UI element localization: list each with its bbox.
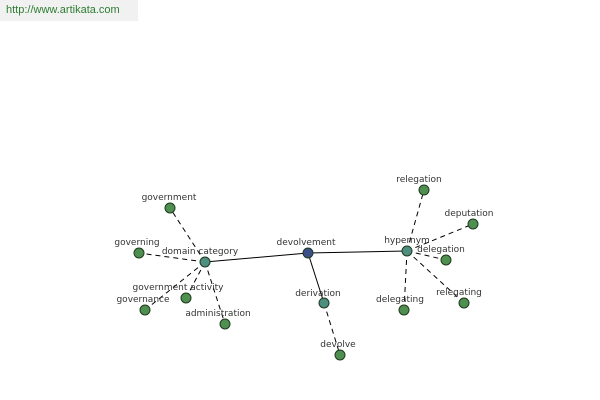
source-link[interactable]: http://www.artikata.com	[6, 4, 120, 16]
node-label-devolvement[interactable]: devolvement	[277, 238, 336, 248]
node-relegating[interactable]	[458, 297, 470, 309]
labels-layer: devolvement domain category hypernym deriva…	[114, 175, 493, 350]
edge-hypernym-delegation	[406, 250, 447, 261]
node-label-delegation[interactable]: delegation	[417, 245, 465, 255]
node-label-government[interactable]: government	[142, 193, 197, 203]
edge-domain-category-governance	[144, 261, 206, 311]
node-government-activity[interactable]	[180, 292, 192, 304]
node-delegation[interactable]	[440, 254, 452, 266]
node-label-devolve[interactable]: devolve	[320, 340, 356, 350]
node-label-delegating[interactable]: delegating	[376, 295, 424, 305]
node-governing[interactable]	[133, 247, 145, 259]
edge-derivation-devolve	[323, 302, 341, 356]
edge-domain-category-government	[169, 207, 206, 263]
node-label-derivation[interactable]: derivation	[295, 289, 341, 299]
node-label-hypernym[interactable]: hypernym	[384, 236, 430, 246]
node-delegating[interactable]	[398, 304, 410, 316]
node-hypernym[interactable]	[401, 245, 413, 257]
edge-domain-category-government-activity	[185, 261, 206, 299]
node-label-administration[interactable]: administration	[185, 309, 250, 319]
edge-hypernym-deputation	[406, 223, 474, 252]
node-label-relegating[interactable]: relegating	[436, 288, 482, 298]
node-devolvement[interactable]	[302, 247, 314, 259]
edge-domain-category-governing	[138, 252, 206, 263]
edge-devolvement-derivation	[307, 252, 325, 304]
node-relegation[interactable]	[418, 184, 430, 196]
node-derivation[interactable]	[318, 297, 330, 309]
node-administration[interactable]	[219, 318, 231, 330]
node-governance[interactable]	[139, 304, 151, 316]
edges-layer	[138, 189, 474, 356]
edge-devolvement-hypernym	[307, 250, 408, 254]
node-deputation[interactable]	[467, 218, 479, 230]
node-label-relegation[interactable]: relegation	[396, 175, 442, 185]
node-domain-category[interactable]	[199, 256, 211, 268]
edge-hypernym-delegating	[403, 250, 408, 311]
source-bar: http://www.artikata.com	[0, 0, 138, 21]
node-devolve[interactable]	[334, 349, 346, 361]
node-label-government-activity[interactable]: government activity	[133, 283, 225, 293]
edge-devolvement-domain-category	[204, 252, 309, 263]
node-label-governing[interactable]: governing	[114, 238, 159, 248]
node-label-governance[interactable]: governance	[116, 295, 169, 305]
node-label-domain-category[interactable]: domain category	[162, 247, 239, 257]
node-label-deputation[interactable]: deputation	[445, 209, 494, 219]
edge-hypernym-relegation	[406, 189, 425, 252]
edge-domain-category-administration	[204, 261, 226, 325]
nodes-layer	[133, 184, 479, 361]
node-government[interactable]	[164, 202, 176, 214]
edge-hypernym-relegating	[406, 250, 465, 304]
